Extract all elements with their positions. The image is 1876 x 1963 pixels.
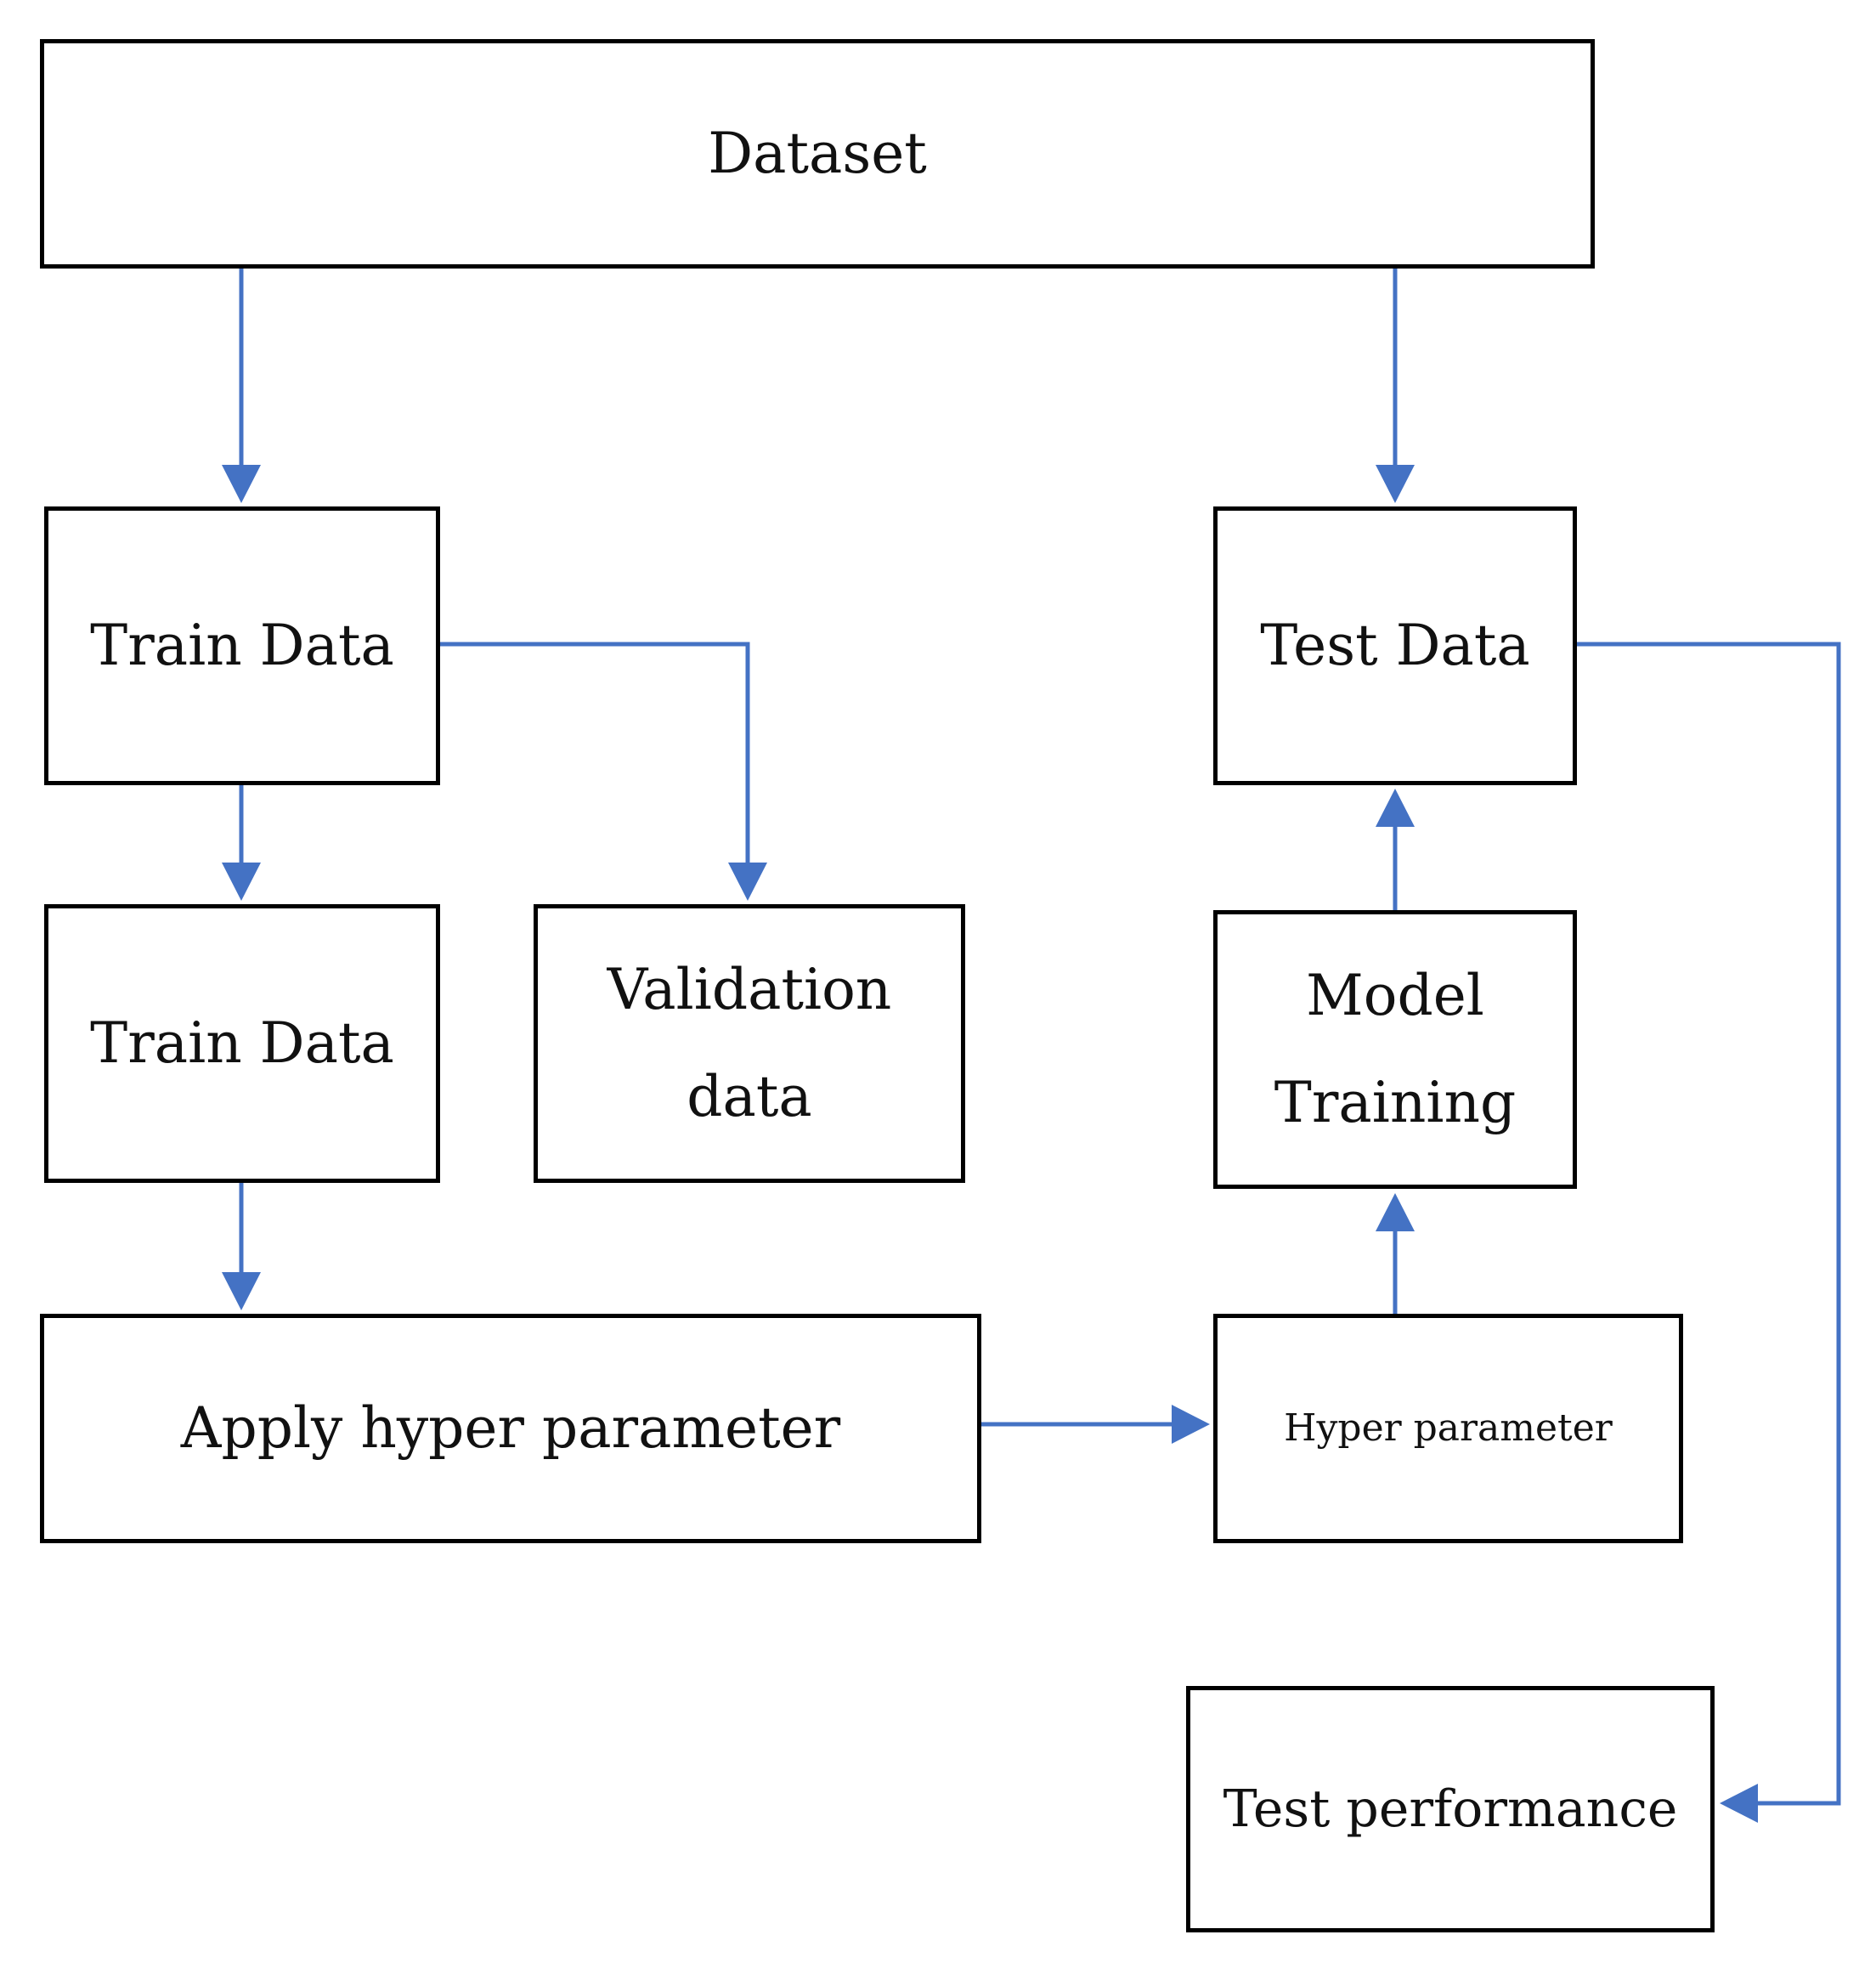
train-data-split-label: Train Data	[90, 1010, 394, 1076]
arrowhead-train-data-to-validation	[728, 863, 767, 901]
arrowhead-apply-hyper-to-hyper	[1172, 1405, 1210, 1444]
apply-hyper-parameter-label: Apply hyper parameter	[180, 1395, 841, 1461]
arrowhead-dataset-to-train-data	[222, 465, 261, 503]
train-data-split-box: Train Data	[44, 904, 440, 1183]
validation-data-box: Validation data	[534, 904, 965, 1183]
arrowhead-train-data-to-apply-hyper	[222, 1272, 261, 1310]
apply-hyper-parameter-box: Apply hyper parameter	[40, 1314, 981, 1543]
validation-data-label-line-1: Validation	[607, 957, 892, 1022]
model-training-label-line-1: Model	[1306, 963, 1484, 1028]
model-training-box: Model Training	[1213, 910, 1577, 1189]
train-data-label: Train Data	[90, 613, 394, 678]
test-data-box: Test Data	[1213, 506, 1577, 785]
test-performance-box: Test performance	[1186, 1686, 1715, 1932]
train-data-box: Train Data	[44, 506, 440, 785]
arrow-train-data-to-validation	[440, 642, 750, 865]
arrow-test-data-to-test-performance	[1577, 642, 1841, 1806]
model-training-label-line-2: Training	[1274, 1070, 1517, 1135]
test-performance-label: Test performance	[1223, 1779, 1678, 1839]
dataset-box: Dataset	[40, 39, 1595, 269]
arrowhead-test-data-to-test-performance	[1720, 1784, 1758, 1823]
test-data-label: Test Data	[1260, 613, 1530, 678]
arrowhead-dataset-to-test-data	[1376, 465, 1415, 503]
arrowhead-hyper-to-model-training	[1376, 1193, 1415, 1231]
validation-data-label-line-2: data	[687, 1064, 812, 1129]
arrowhead-model-training-to-test-data	[1376, 789, 1415, 827]
arrowhead-train-data-to-train-data	[222, 863, 261, 901]
hyper-parameter-label: Hyper parameter	[1284, 1406, 1613, 1450]
hyper-parameter-box: Hyper parameter	[1213, 1314, 1683, 1543]
dataset-label: Dataset	[708, 121, 927, 186]
